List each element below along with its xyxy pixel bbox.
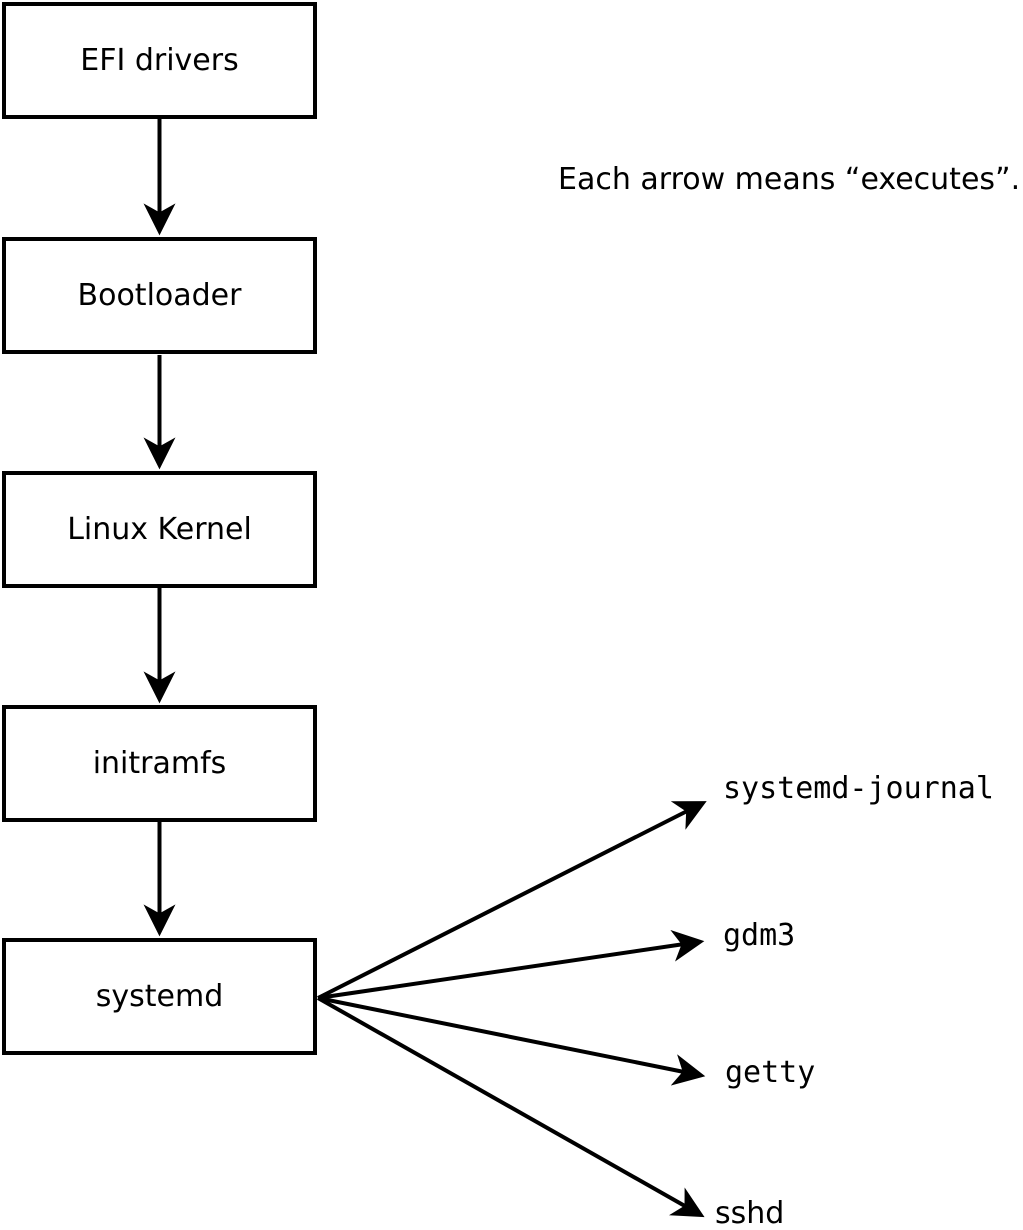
label-sshd: sshd: [715, 1196, 785, 1230]
executes-arrow-systemd-to-getty: [317, 996, 706, 1086]
node-bootloader: Bootloader: [2, 237, 317, 354]
executes-arrow-systemd-to-gdm3: [317, 929, 705, 1000]
arrow-legend-text: Each arrow means “executes”.: [558, 162, 1021, 197]
node-systemd-label: systemd: [95, 978, 224, 1014]
node-linux-kernel: Linux Kernel: [2, 471, 317, 588]
executes-arrow-systemd-to-sshd: [317, 996, 705, 1218]
label-getty: getty: [725, 1055, 816, 1090]
node-initramfs: initramfs: [2, 705, 317, 822]
label-systemd-journal: systemd-journal: [723, 771, 994, 806]
node-initramfs-label: initramfs: [92, 745, 227, 781]
node-bootloader-label: Bootloader: [77, 277, 242, 313]
label-gdm3: gdm3: [723, 918, 796, 953]
node-linux-kernel-label: Linux Kernel: [67, 511, 252, 547]
executes-arrow-systemd-to-journal: [317, 801, 707, 1000]
node-efi-drivers: EFI drivers: [2, 2, 317, 119]
node-efi-drivers-label: EFI drivers: [80, 42, 239, 78]
node-systemd: systemd: [2, 938, 317, 1055]
